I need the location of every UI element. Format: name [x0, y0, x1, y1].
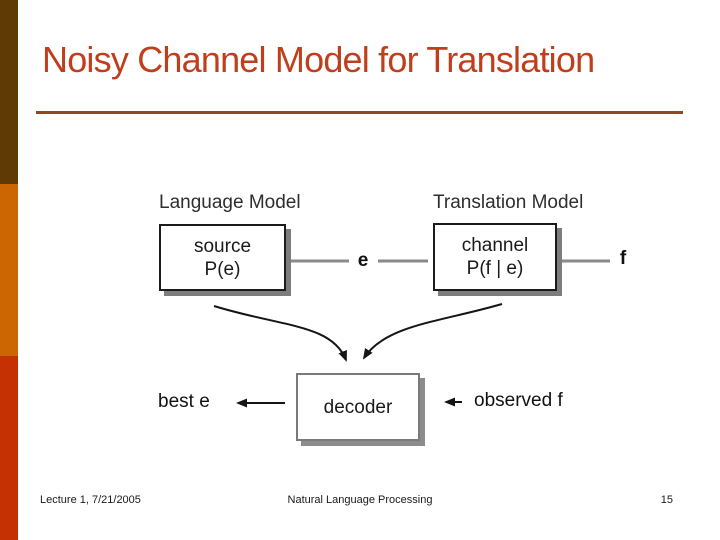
footer-course-name: Natural Language Processing: [287, 494, 433, 506]
source-to-decoder-curve-arrow: [213, 305, 347, 362]
decoder-box: decoder: [296, 373, 420, 441]
slide-footer: Lecture 1, 7/21/2005 Natural Language Pr…: [0, 494, 720, 514]
e-variable-label: e: [357, 250, 369, 271]
channel-to-decoder-curve-arrow: [362, 303, 503, 360]
language-model-label: Language Model: [159, 192, 301, 213]
channel-box: channel P(f | e): [433, 223, 557, 291]
source-box: source P(e): [159, 224, 286, 291]
slide-title: Noisy Channel Model for Translation: [42, 39, 595, 80]
sidebar-accent-middle: [0, 184, 18, 356]
translation-model-label: Translation Model: [433, 192, 584, 213]
source-box-line2: P(e): [204, 258, 241, 280]
source-box-line1: source: [193, 235, 252, 257]
channel-box-line1: channel: [461, 235, 529, 256]
footer-lecture-info: Lecture 1, 7/21/2005: [40, 494, 141, 506]
best-e-label: best e: [158, 391, 210, 412]
title-underline-rule: [36, 111, 683, 114]
f-variable-label: f: [619, 248, 627, 269]
footer-page-number: 15: [660, 494, 673, 506]
sidebar-accent-top: [0, 0, 18, 184]
sidebar-accent-bottom: [0, 356, 18, 540]
decoder-box-label: decoder: [323, 396, 393, 418]
channel-box-line2: P(f | e): [466, 258, 524, 279]
observed-f-label: observed f: [474, 390, 563, 411]
